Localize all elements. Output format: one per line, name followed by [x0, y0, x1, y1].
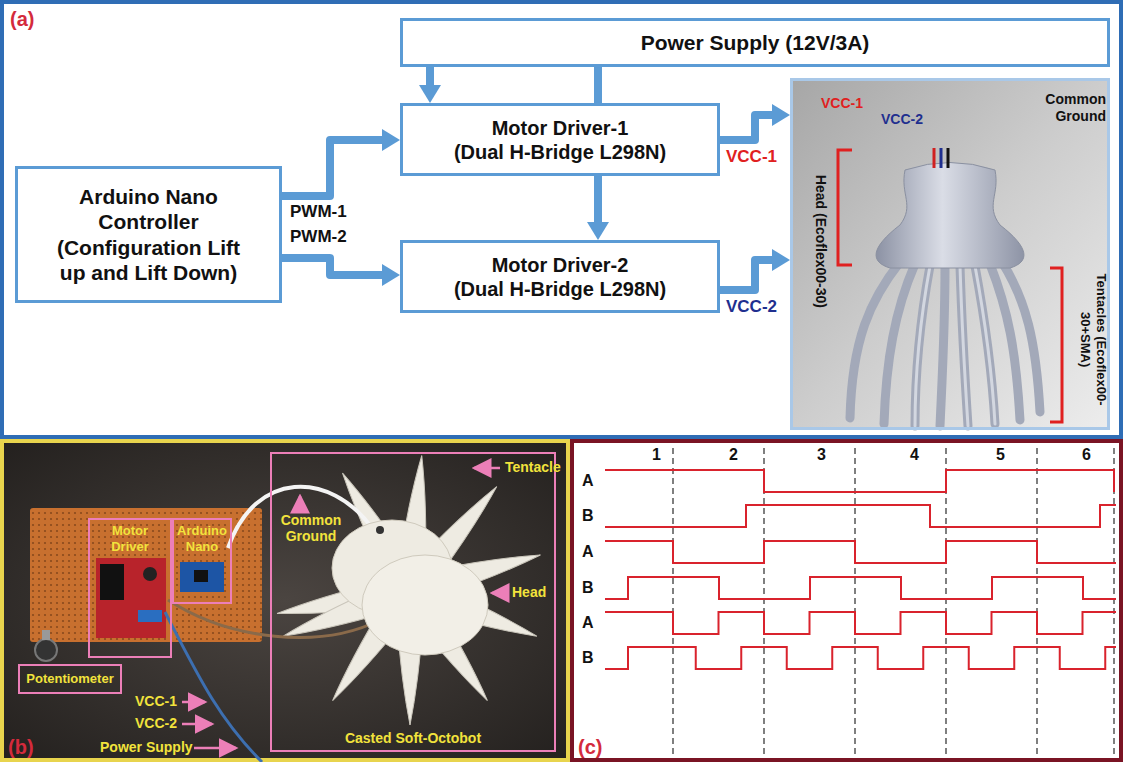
box-text: Potentiometer	[26, 671, 113, 687]
callout-label: VCC-2	[135, 715, 177, 731]
connector-arrow	[720, 104, 790, 140]
box-text: (Dual H-Bridge L298N)	[454, 140, 666, 164]
panel-tag: (c)	[578, 736, 602, 759]
callout-box: Motor Driver	[88, 518, 172, 658]
wire-label: VCC-1	[821, 95, 863, 112]
channel-label: A	[582, 614, 594, 632]
callout-box: Casted Soft-Octobot	[270, 452, 556, 752]
part-label: Head (Ecoflex00-30)	[813, 141, 830, 341]
channel-label: B	[582, 649, 594, 667]
pwm-waveforms	[605, 470, 1116, 669]
motor-driver-box: Motor Driver-2(Dual H-Bridge L298N)	[400, 240, 720, 313]
signal-label: VCC-2	[724, 298, 779, 317]
octobot-render	[838, 148, 1062, 426]
cycle-number: 5	[996, 446, 1005, 464]
box-text: (Dual H-Bridge L298N)	[454, 277, 666, 301]
box-text: Motor Driver-1	[492, 116, 629, 140]
callout-label: VCC-1	[135, 693, 177, 709]
connector-arrow	[720, 249, 790, 290]
photo-illustration	[30, 454, 544, 762]
box-text: Motor Driver	[94, 523, 166, 554]
callout-label: Power Supply	[100, 739, 193, 755]
box-text: Arduino Nano	[177, 523, 227, 554]
box-text: Arduino Nano Controller (Configuration L…	[49, 184, 249, 285]
cycle-number: 2	[729, 446, 738, 464]
signal-label: PWM-2	[288, 228, 349, 247]
callout-box: Potentiometer	[18, 664, 122, 694]
callout-label: Tentacle	[505, 459, 561, 475]
cycle-number: 6	[1082, 446, 1091, 464]
box-text: Motor Driver-2	[492, 253, 629, 277]
panel-tag: (b)	[8, 736, 34, 759]
connector-arrow	[419, 67, 441, 103]
callout-box: Arduino Nano	[172, 518, 232, 604]
robot-render-panel: VCC-1VCC-2 Common GroundHead (Ecoflex00-3…	[790, 78, 1110, 430]
part-label: Tentacles (Ecoflex00-30+SMA)	[1077, 254, 1108, 424]
panel-tag: (a)	[10, 8, 34, 31]
signal-label: VCC-1	[724, 148, 779, 167]
wire-label: VCC-2	[881, 111, 923, 128]
callout-label: Head	[512, 584, 546, 600]
connector-arrow	[282, 129, 400, 196]
controller-box: Arduino Nano Controller (Configuration L…	[15, 166, 282, 303]
signal-label: PWM-1	[288, 203, 349, 222]
channel-label: B	[582, 579, 594, 597]
timing-panel	[572, 441, 1121, 760]
box-text: Casted Soft-Octobot	[345, 730, 481, 747]
cycle-number: 3	[817, 446, 826, 464]
render-ground	[790, 78, 1110, 430]
panel-frame	[2, 2, 1121, 437]
cycle-number: 4	[910, 446, 919, 464]
channel-label: A	[582, 472, 594, 490]
photo-panel	[2, 441, 568, 760]
box-text: Power Supply (12V/3A)	[641, 30, 870, 55]
cycle-dividers	[673, 448, 1114, 758]
cycle-number: 1	[652, 446, 661, 464]
power-supply-box: Power Supply (12V/3A)	[400, 18, 1110, 67]
callout-label: Common Ground	[278, 512, 344, 544]
channel-label: B	[582, 507, 594, 525]
motor-driver-box: Motor Driver-1(Dual H-Bridge L298N)	[400, 103, 720, 176]
channel-label: A	[582, 543, 594, 561]
wire-label: Common Ground	[1038, 91, 1106, 125]
connector-arrow	[282, 258, 400, 286]
